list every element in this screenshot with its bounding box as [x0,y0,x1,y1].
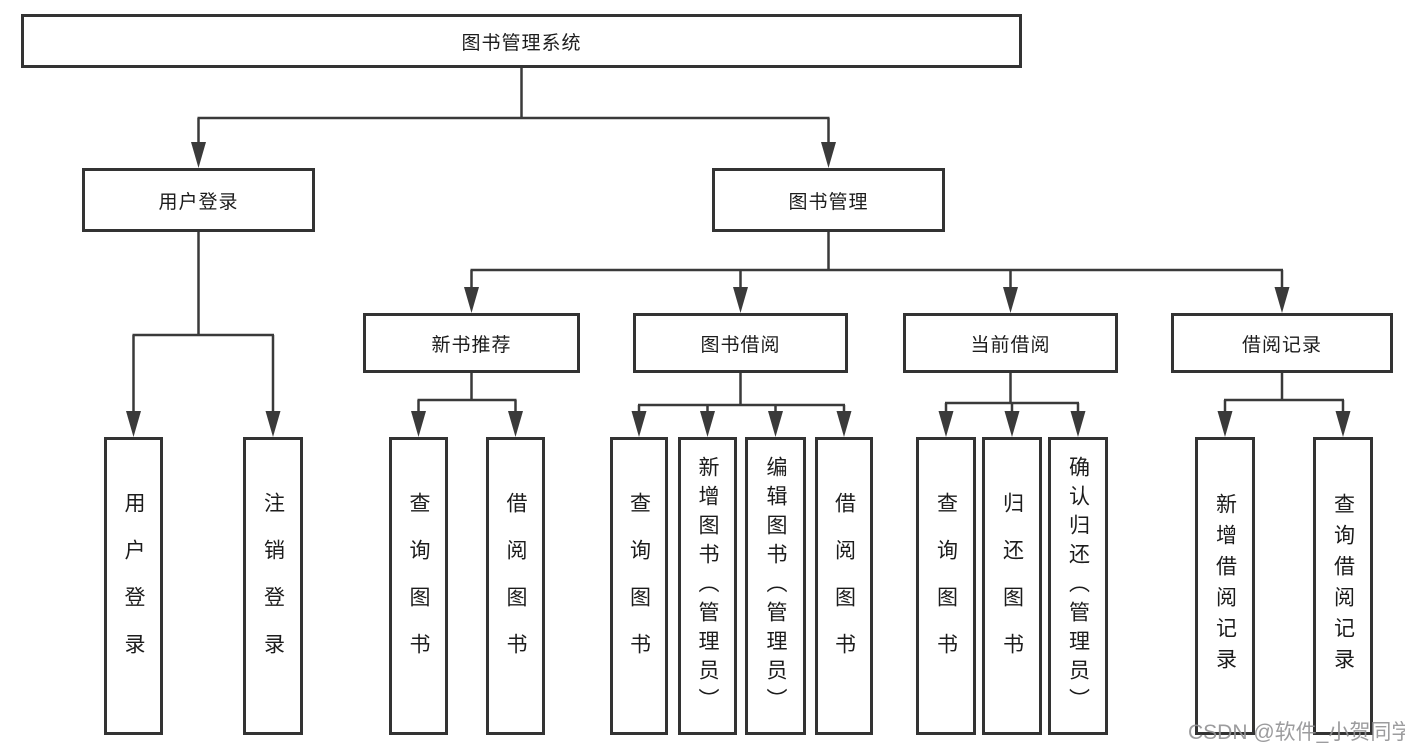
node-user-login-label: 用户登录 [158,191,239,213]
leaf-user-login-label: 用户登录 [122,492,145,680]
leaf-borrow-books-1: 借阅图书 [486,437,545,735]
leaf-query-borrow-record: 查询借阅记录 [1313,437,1373,735]
node-book-borrowing: 图书借阅 [633,313,848,373]
leaf-query-books-3: 查询图书 [916,437,976,735]
node-user-login: 用户登录 [82,168,315,232]
leaf-user-login: 用户登录 [104,437,163,735]
leaf-add-books-admin-label: 新增图书（管理员） [696,455,719,717]
csdn-watermark: CSDN @软件_小贺同学 [1188,721,1405,744]
leaf-query-books-1-label: 查询图书 [407,492,430,680]
leaf-edit-books-admin: 编辑图书（管理员） [745,437,806,735]
leaf-logout: 注销登录 [243,437,303,735]
node-root: 图书管理系统 [21,14,1022,68]
leaf-query-books-3-label: 查询图书 [934,492,958,680]
leaf-borrow-books-2: 借阅图书 [815,437,873,735]
leaf-query-borrow-record-label: 查询借阅记录 [1331,493,1355,679]
leaf-confirm-return-admin: 确认归还（管理员） [1048,437,1108,735]
leaf-logout-label: 注销登录 [261,492,285,680]
leaf-add-borrow-record-label: 新增借阅记录 [1213,493,1237,679]
leaf-edit-books-admin-label: 编辑图书（管理员） [764,455,787,717]
leaf-return-books: 归还图书 [982,437,1042,735]
node-book-management-label: 图书管理 [788,191,869,213]
leaf-query-books-2: 查询图书 [610,437,668,735]
node-borrowing-records-label: 借阅记录 [1241,334,1322,356]
node-current-borrowing: 当前借阅 [903,313,1118,373]
node-borrowing-records: 借阅记录 [1171,313,1393,373]
node-book-management: 图书管理 [712,168,945,232]
leaf-borrow-books-2-label: 借阅图书 [832,492,856,680]
node-new-book-recommend-label: 新书推荐 [431,334,512,356]
node-new-book-recommend: 新书推荐 [363,313,580,373]
node-book-borrowing-label: 图书借阅 [700,334,781,356]
leaf-add-borrow-record: 新增借阅记录 [1195,437,1255,735]
leaf-query-books-1: 查询图书 [389,437,448,735]
leaf-borrow-books-1-label: 借阅图书 [504,492,527,680]
node-current-borrowing-label: 当前借阅 [970,334,1051,356]
leaf-query-books-2-label: 查询图书 [627,492,651,680]
node-root-label: 图书管理系统 [461,32,582,54]
leaf-return-books-label: 归还图书 [1000,492,1024,680]
leaf-confirm-return-admin-label: 确认归还（管理员） [1066,455,1090,717]
leaf-add-books-admin: 新增图书（管理员） [678,437,737,735]
